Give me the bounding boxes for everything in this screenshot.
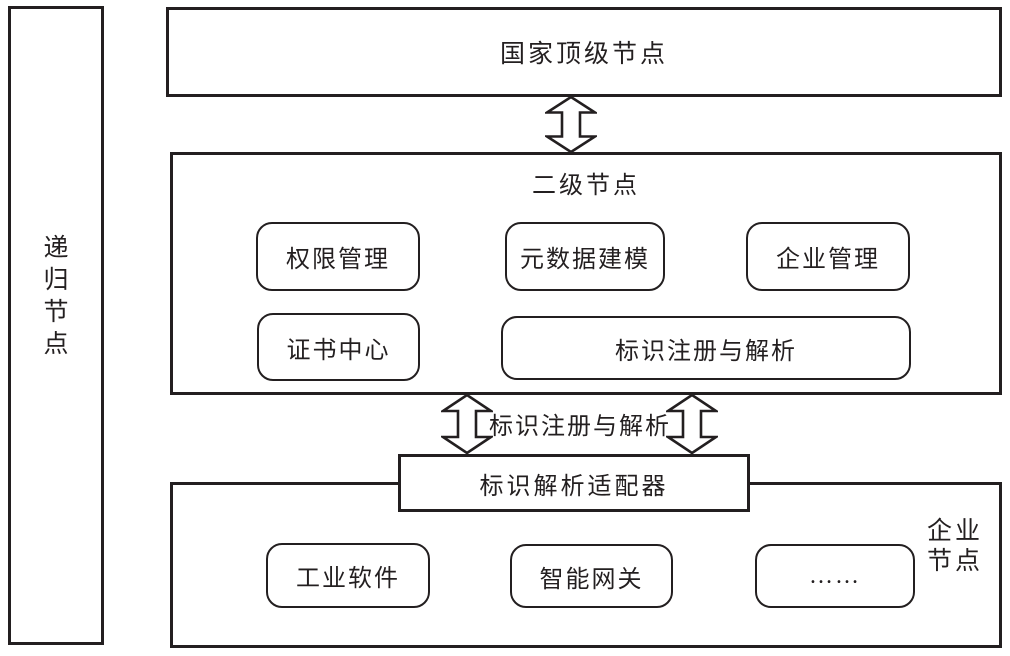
- identifier-resolution-adapter-box: 标识解析适配器: [398, 454, 750, 512]
- second-level-node-box: 二级节点 权限管理 元数据建模 企业管理 证书中心 标识注册与解析: [170, 152, 1002, 395]
- permission-management-box: 权限管理: [256, 222, 420, 291]
- enterprise-node-label-line2: 节点: [926, 548, 983, 575]
- national-top-node-box: 国家顶级节点: [166, 7, 1002, 97]
- recursive-node-label: 递 归 节 点: [43, 233, 68, 361]
- metadata-modeling-box: 元数据建模: [505, 222, 665, 291]
- smart-gateway-box: 智能网关: [510, 544, 673, 608]
- identifier-registration-resolution-box: 标识注册与解析: [501, 316, 911, 380]
- double-arrow-icon: [545, 96, 597, 153]
- second-level-node-label: 二级节点: [532, 173, 640, 199]
- enterprise-node-label-line1: 企业: [926, 518, 983, 545]
- certificate-center-box: 证书中心: [257, 313, 420, 381]
- double-arrow-icon: [666, 394, 718, 454]
- industrial-software-box: 工业软件: [266, 543, 430, 608]
- enterprise-management-box: 企业管理: [746, 222, 910, 291]
- recursive-node-char: 节: [43, 298, 69, 326]
- recursive-node-char: 归: [43, 266, 69, 294]
- double-arrow-icon: [441, 394, 493, 454]
- national-top-node-label: 国家顶级节点: [499, 41, 668, 68]
- ellipsis-box: ……: [755, 544, 915, 608]
- identifier-resolution-adapter-label: 标识解析适配器: [479, 473, 669, 500]
- link-label: 标识注册与解析: [489, 414, 671, 440]
- enterprise-node-label: 企业 节点: [927, 517, 983, 577]
- recursive-node-char: 递: [43, 234, 69, 262]
- recursive-node-char: 点: [43, 330, 69, 358]
- recursive-node-box: 递 归 节 点: [8, 6, 104, 645]
